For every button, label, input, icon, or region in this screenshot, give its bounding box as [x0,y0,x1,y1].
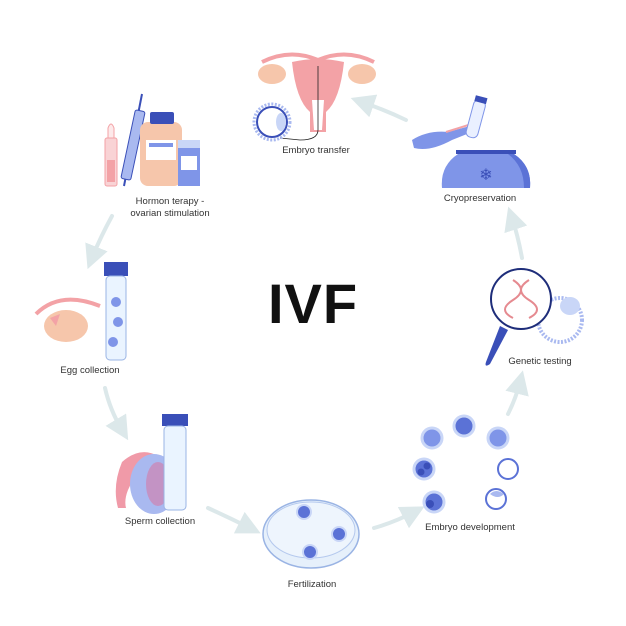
step-label-fertilization: Fertilization [287,579,337,590]
step-label-egg-collection: Egg collection [60,365,120,376]
step-label-sperm-collection: Sperm collection [124,516,196,527]
step-label-embryo-development: Embryo development [425,522,515,533]
svg-text:❄: ❄ [479,167,492,184]
arrow-genetic-to-cryo [504,206,528,260]
cycle-arrows [85,94,529,534]
arrow-cryo-to-transfer [350,94,408,122]
step-label-hormone-therapy: Hormon terapy - ovarian stimulation [130,196,210,219]
magnifier-dna-icon [485,268,584,366]
step-label-genetic-testing: Genetic testing [508,356,572,367]
arrow-embryo-to-genetic [505,370,529,416]
arrow-egg-to-sperm [103,386,129,441]
arrow-sperm-to-fertilization [206,506,261,534]
medicine-syringe-icon [104,93,200,187]
cell-division-icon [412,414,519,514]
testis-test-tube-icon [115,414,188,514]
cryo-tank-icon: ❄ [412,95,531,188]
diagram-title: IVF [267,272,359,335]
arrow-fertilization-to-embryo [372,506,425,530]
uterus-icon [252,52,376,142]
petri-dish-icon [262,499,360,569]
step-label-embryo-transfer: Embryo transfer [282,145,350,156]
ovary-test-tube-icon [34,262,128,361]
arrow-hormone-to-egg [85,214,114,270]
step-label-cryopreservation: Cryopreservation [443,193,517,204]
